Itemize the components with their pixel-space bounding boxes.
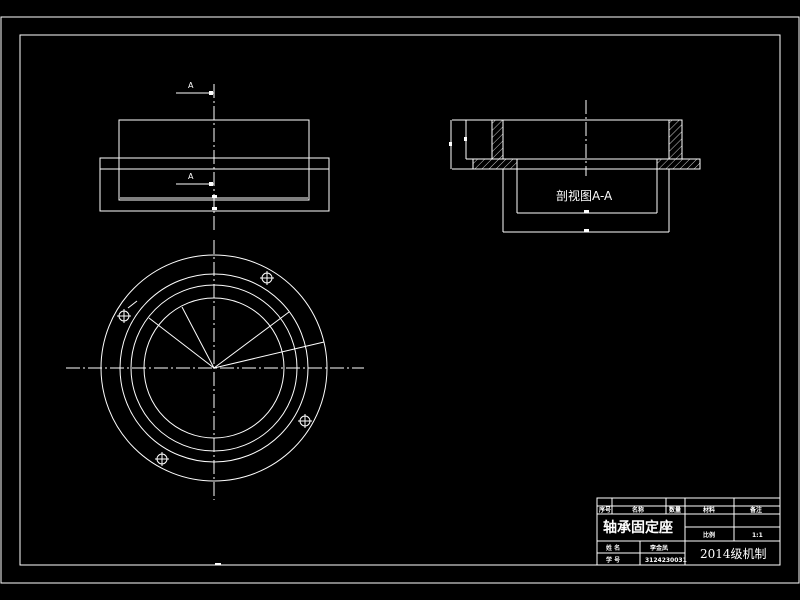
scale-value: 1:1 bbox=[752, 532, 763, 539]
header-index: 序号 bbox=[598, 506, 611, 514]
section-label: 剖视图A-A bbox=[556, 188, 613, 203]
id-label: 学 号 bbox=[606, 556, 620, 564]
title-block: 序号 名称 数量 材料 备注 轴承固定座 比例 1:1 姓 名 李金凤 学 号 … bbox=[596, 497, 781, 566]
id-value: 3124230031 bbox=[645, 557, 687, 564]
header-remark: 备注 bbox=[749, 506, 762, 514]
cut-label-bottom: A bbox=[188, 172, 194, 181]
bolt-hole bbox=[155, 452, 169, 466]
name-label: 姓 名 bbox=[605, 544, 620, 552]
outer-frame bbox=[0, 16, 800, 584]
front-view: A A bbox=[99, 81, 330, 232]
section-view: 剖视图A-A bbox=[449, 100, 701, 233]
bolt-hole bbox=[117, 309, 131, 323]
class-label: 2014级机制 bbox=[700, 547, 767, 561]
header-name: 名称 bbox=[632, 506, 644, 514]
plan-view bbox=[66, 240, 364, 500]
bolt-hole bbox=[260, 271, 274, 285]
header-material: 材料 bbox=[702, 506, 715, 514]
bolt-hole bbox=[298, 414, 312, 428]
scale-label: 比例 bbox=[703, 531, 715, 539]
header-quantity: 数量 bbox=[669, 506, 681, 514]
part-name: 轴承固定座 bbox=[603, 519, 673, 536]
cut-label-top: A bbox=[188, 81, 194, 90]
inner-frame bbox=[19, 34, 781, 566]
name-value: 李金凤 bbox=[649, 544, 668, 552]
